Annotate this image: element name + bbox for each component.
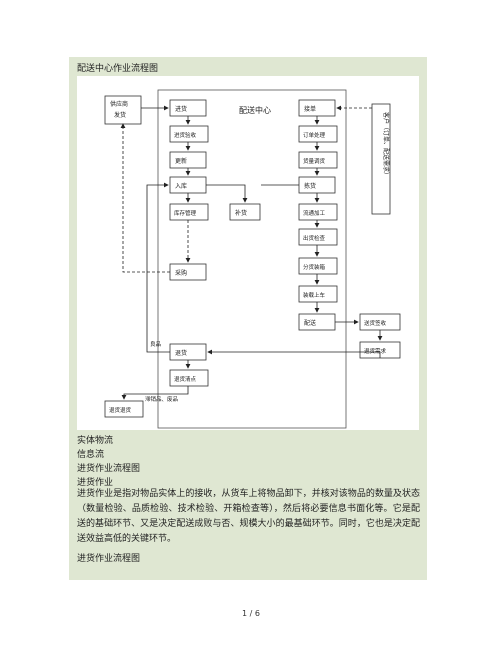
- node-dingdan-label: 接单: [304, 105, 316, 113]
- customer-box: [371, 103, 391, 215]
- node-chuhuo-jianyan-label: 出货检查: [303, 234, 326, 242]
- node-zaicun-guanli-label: 库存管理: [174, 209, 197, 217]
- supplier-box: [104, 95, 142, 125]
- node-peisong-label: 配送: [304, 319, 316, 327]
- flowchart: 配送中心 供应商 发货 客户（订单、配送需求） 进货 进货验收 更新 入库 库存…: [77, 76, 419, 430]
- node-tuihuo-gongying: [104, 400, 144, 418]
- supplier-label-1: 供应商: [110, 100, 128, 108]
- node-fenjian: [298, 151, 338, 169]
- node-chuhuo-jianyan: [298, 228, 338, 246]
- legend-physical-flow: 实体物流: [77, 436, 114, 446]
- node-jinhuo-label: 进货: [175, 105, 187, 113]
- node-gengxin-label: 更新: [175, 157, 187, 165]
- node-peisong-zhuangche: [298, 285, 338, 303]
- node-dingdan-chuli: [298, 125, 338, 143]
- node-songhuo-qianshou-label: 送货签收: [364, 319, 387, 327]
- body-paragraph: 进货作业是指对物品实体上的接收，从货车上将物品卸下，并核对该物品的数量及状态（数…: [77, 489, 420, 544]
- node-tuihuo-gongying-label: 退货退货: [109, 406, 132, 414]
- node-jinhuo-yanshou: [169, 125, 209, 143]
- center-title: 配送中心: [239, 105, 271, 115]
- node-fenlei-label: 分货装箱: [303, 263, 326, 271]
- node-ruku-label: 入库: [175, 182, 187, 190]
- page-number: 1 / 6: [242, 609, 260, 618]
- node-fenlei: [298, 257, 338, 275]
- page-title: 配送中心作业流程图: [77, 64, 159, 74]
- node-jinhuo-yanshou-label: 进货验收: [174, 131, 197, 139]
- section-heading-operation: 进货作业: [77, 478, 114, 488]
- section-heading-chart: 进货作业流程图: [77, 464, 141, 474]
- node-jianhuo-label: 拣货: [304, 182, 316, 190]
- node-tuihuo-chuli: [169, 369, 209, 387]
- customer-label: 客户（订单、配送需求）: [382, 112, 390, 178]
- node-tuihuo-chuli-label: 退货清点: [174, 375, 197, 383]
- label-liangpin: 良品: [150, 340, 162, 348]
- supplier-label-2: 发货: [114, 111, 126, 119]
- legend-info-flow: 信息流: [77, 450, 105, 460]
- node-tuihuo-xuqiu-label: 退货需求: [364, 347, 387, 355]
- node-buhuo: [229, 203, 261, 221]
- section-heading-chart-2: 进货作业流程图: [77, 554, 141, 564]
- node-buhuo-label: 补货: [235, 209, 247, 217]
- center-frame: [157, 89, 347, 429]
- node-caigou-label: 采购: [175, 269, 187, 277]
- node-liutong-jiagong-label: 流通加工: [303, 209, 326, 217]
- label-guoqi: 滞销品、废品: [145, 395, 179, 403]
- node-tuihuo-label: 退货: [175, 349, 187, 357]
- node-liutong-jiagong: [298, 203, 338, 221]
- node-peisong-zhuangche-label: 装载上车: [303, 291, 326, 299]
- node-dingdan-chuli-label: 订单处理: [303, 131, 326, 139]
- node-zaicun-guanli: [169, 203, 209, 221]
- node-fenjian-label: 货量调货: [303, 157, 326, 165]
